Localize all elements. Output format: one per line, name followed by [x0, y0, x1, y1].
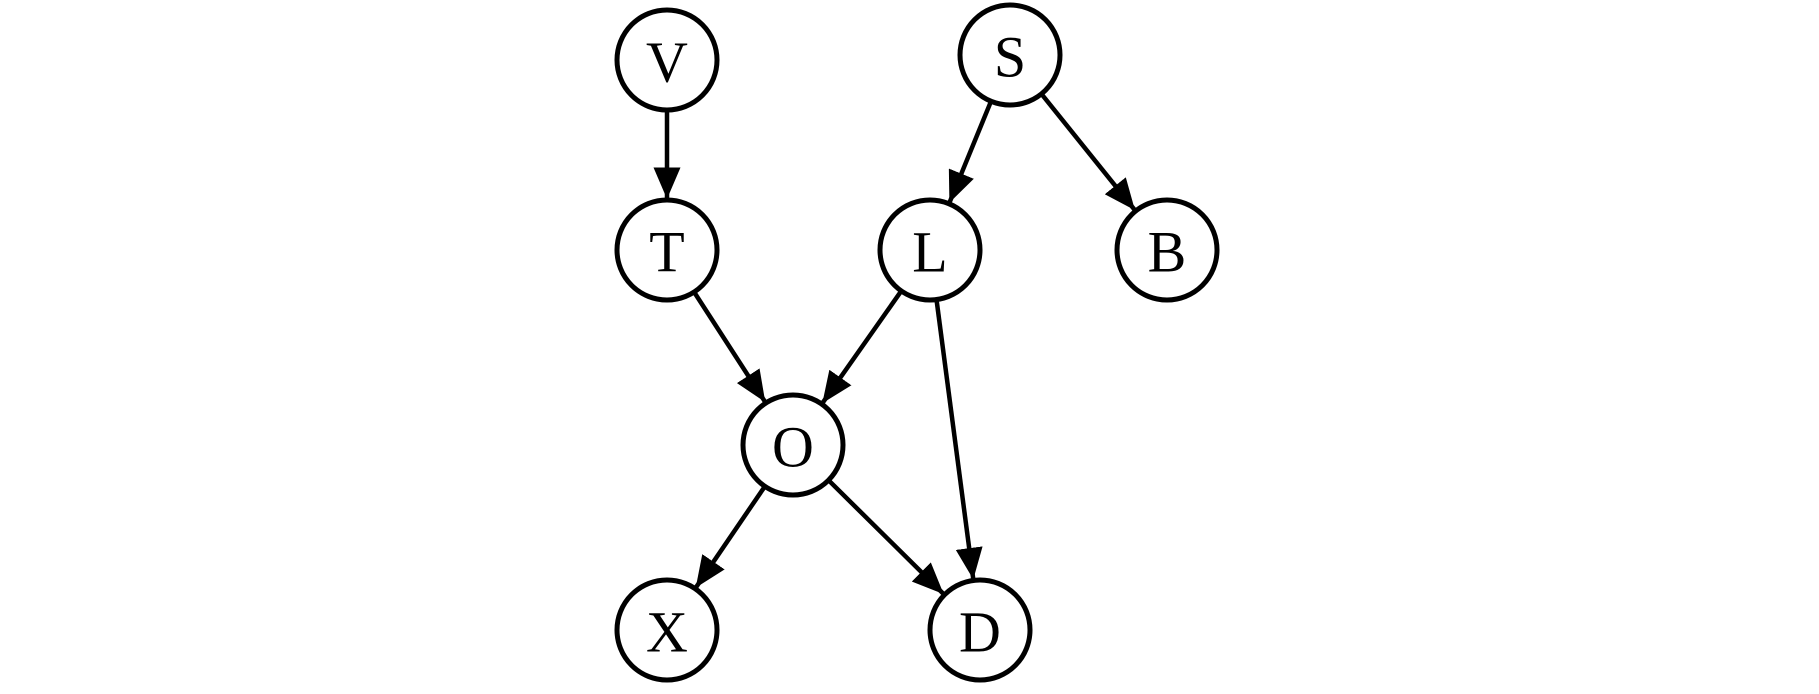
node-o: O [740, 392, 846, 498]
node-label: O [772, 415, 814, 480]
node-l: L [877, 197, 983, 303]
edge-o-to-x [693, 485, 767, 590]
edge-l-to-d [934, 299, 983, 580]
node-circle [927, 577, 1033, 683]
node-label: X [646, 600, 688, 665]
edge-t-to-o [692, 290, 768, 404]
node-circle [877, 197, 983, 303]
node-v: V [614, 7, 720, 113]
node-b: B [1114, 197, 1220, 303]
edge-s-to-l [947, 100, 994, 204]
node-circle [740, 392, 846, 498]
nodes-layer: V S T L B O X D [614, 2, 1220, 683]
node-label: B [1148, 220, 1187, 285]
edge-s-to-b [1039, 92, 1137, 212]
node-circle [614, 197, 720, 303]
node-label: D [959, 600, 1001, 665]
edge-l-to-o [820, 289, 904, 405]
edges-layer [653, 92, 1137, 596]
node-circle [614, 7, 720, 113]
node-t: T [614, 197, 720, 303]
node-circle [957, 2, 1063, 108]
node-circle [1114, 197, 1220, 303]
node-label: T [649, 220, 684, 285]
node-label: S [994, 25, 1026, 90]
node-s: S [957, 2, 1063, 108]
node-circle [614, 577, 720, 683]
node-d: D [927, 577, 1033, 683]
node-label: V [646, 30, 688, 95]
edge-o-to-d [826, 478, 946, 596]
node-label: L [912, 220, 947, 285]
node-x: X [614, 577, 720, 683]
